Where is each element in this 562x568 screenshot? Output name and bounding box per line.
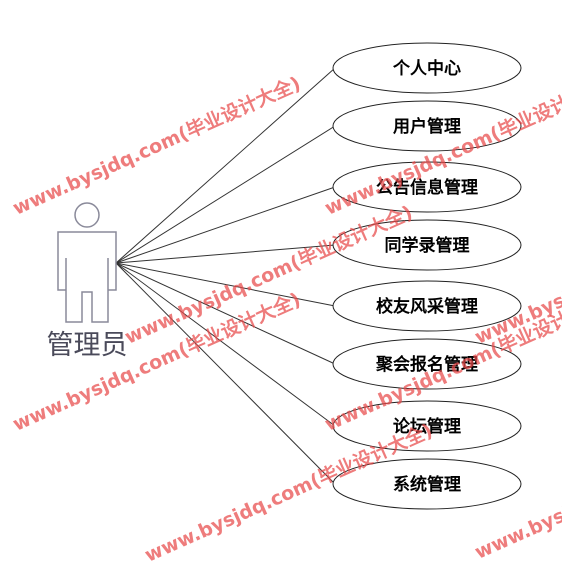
association-line <box>115 262 336 427</box>
use-case-ellipse <box>332 280 522 332</box>
use-case-label: 系统管理 <box>393 474 461 495</box>
use-case-label: 个人中心 <box>392 58 461 79</box>
use-case-label: 校友风采管理 <box>376 296 478 317</box>
use-case-user-management: 用户管理 <box>332 100 522 152</box>
association-line <box>115 244 336 264</box>
use-case-reunion-signup-management: 聚会报名管理 <box>332 338 522 390</box>
use-case-classmates-management: 同学录管理 <box>332 219 522 271</box>
use-case-ellipse <box>332 100 522 152</box>
association-line <box>115 125 336 264</box>
use-case-ellipse <box>332 219 522 271</box>
use-case-forum-management: 论坛管理 <box>332 400 522 452</box>
use-case-ellipse <box>332 400 522 452</box>
use-case-personal-center: 个人中心 <box>332 42 522 94</box>
use-case-label: 论坛管理 <box>393 416 461 437</box>
use-case-ellipse <box>332 338 522 390</box>
use-case-label: 公告信息管理 <box>376 177 478 198</box>
use-case-ellipse <box>332 458 522 510</box>
association-line <box>115 262 336 307</box>
use-case-label: 聚会报名管理 <box>375 354 478 375</box>
use-case-system-management: 系统管理 <box>332 458 522 510</box>
use-case-label: 同学录管理 <box>385 235 470 256</box>
actor-body <box>57 231 117 323</box>
actor-head <box>74 202 100 228</box>
use-case-ellipse <box>332 42 522 94</box>
association-lines <box>115 67 336 485</box>
use-case-alumni-showcase-management: 校友风采管理 <box>332 280 522 332</box>
actor-stick-figure <box>57 202 117 323</box>
use-case-diagram: 管理员 个人中心用户管理公告信息管理同学录管理校友风采管理聚会报名管理论坛管理系… <box>47 42 522 510</box>
association-line <box>115 186 336 264</box>
use-case-announcement-management: 公告信息管理 <box>332 161 522 213</box>
association-line <box>115 67 336 264</box>
use-case-label: 用户管理 <box>393 116 461 137</box>
association-line <box>115 262 336 365</box>
actor-label: 管理员 <box>47 330 128 361</box>
association-line <box>115 262 336 485</box>
use-case-ellipse <box>332 161 522 213</box>
